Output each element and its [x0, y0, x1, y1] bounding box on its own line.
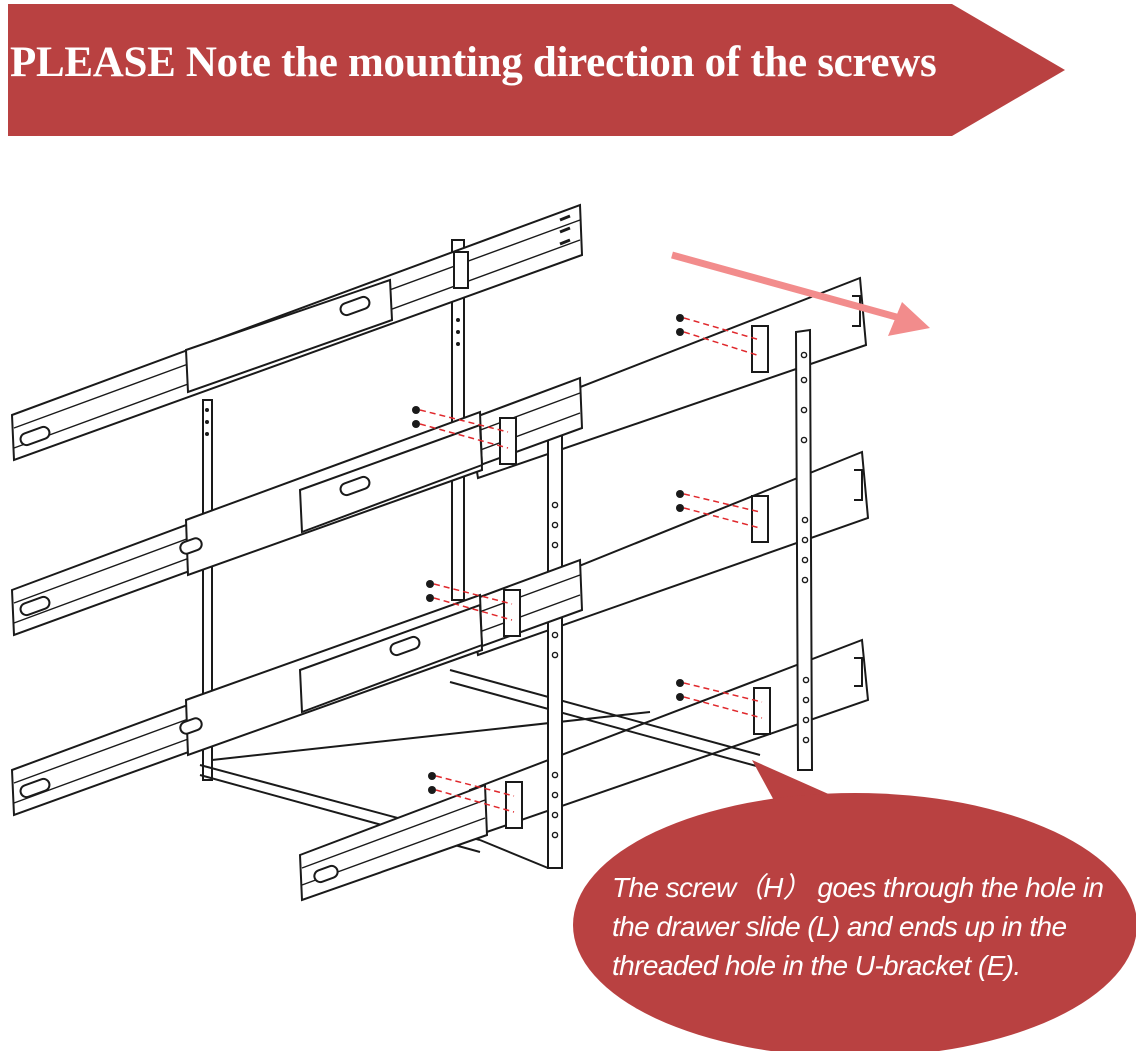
bracket-mid-front [503, 589, 521, 637]
banner-arrow-shape [8, 4, 1065, 136]
bracket-low-back [753, 687, 771, 735]
drawer-slide-bottom-front [298, 783, 489, 902]
back-upright-holes [205, 318, 460, 436]
banner-arrow-polygon [8, 4, 1065, 136]
drawer-slide-middle [10, 376, 584, 637]
slide-brackets [499, 325, 771, 829]
rail-notch-bottom [854, 657, 863, 687]
page-title: PLEASE Note the mounting direction of th… [10, 39, 937, 86]
drawer-slide-top [10, 203, 584, 462]
base-cross-bar [211, 711, 651, 761]
u-bracket-right [794, 328, 814, 771]
base-back-bar [449, 669, 761, 768]
callout-text: The screw（H） goes through the hole in th… [612, 872, 1104, 981]
screw-guide-lines [419, 317, 763, 813]
drawer-slides [10, 203, 584, 902]
assembly-diagram [10, 203, 930, 902]
bracket-top-front [499, 417, 517, 465]
right-upright [794, 328, 814, 771]
bracket-low-front [505, 781, 523, 829]
rail-notch-middle [854, 469, 863, 501]
bracket-mid-back [751, 495, 769, 543]
back-left-upright [202, 399, 213, 781]
u-bracket-back-frame [202, 239, 465, 781]
front-bracket-foot [479, 839, 549, 869]
screw-icon [412, 314, 684, 794]
direction-arrow-icon [671, 251, 930, 336]
rail-notch-top [852, 295, 861, 327]
bracket-top-back [751, 325, 769, 373]
drawer-slide-bottom-left [10, 558, 584, 817]
front-upright [547, 424, 563, 869]
